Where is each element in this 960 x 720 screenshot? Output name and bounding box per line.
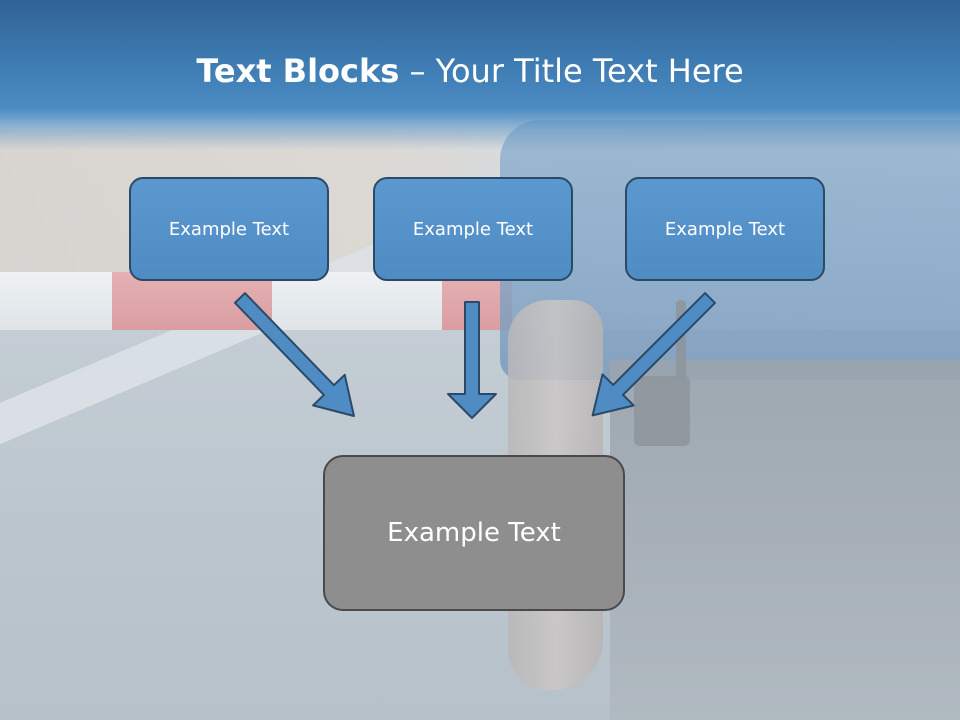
text-box-middle-label: Example Text	[412, 218, 534, 240]
title-rest-part: Your Title Text Here	[435, 52, 744, 90]
title-band	[0, 0, 960, 150]
text-box-middle[interactable]: Example Text	[373, 177, 573, 281]
text-box-bottom[interactable]: Example Text	[323, 455, 625, 611]
title-bold-part: Text Blocks	[196, 52, 400, 90]
text-box-left-label: Example Text	[168, 218, 290, 240]
title-separator: –	[399, 52, 436, 90]
text-box-left[interactable]: Example Text	[129, 177, 329, 281]
radio-antenna	[676, 300, 686, 380]
text-box-right[interactable]: Example Text	[625, 177, 825, 281]
barrier-segment	[0, 272, 120, 330]
text-box-bottom-label: Example Text	[387, 518, 561, 548]
radio-device	[634, 376, 690, 446]
slide-title[interactable]: Text Blocks – Your Title Text Here	[0, 52, 940, 90]
text-box-right-label: Example Text	[664, 218, 786, 240]
